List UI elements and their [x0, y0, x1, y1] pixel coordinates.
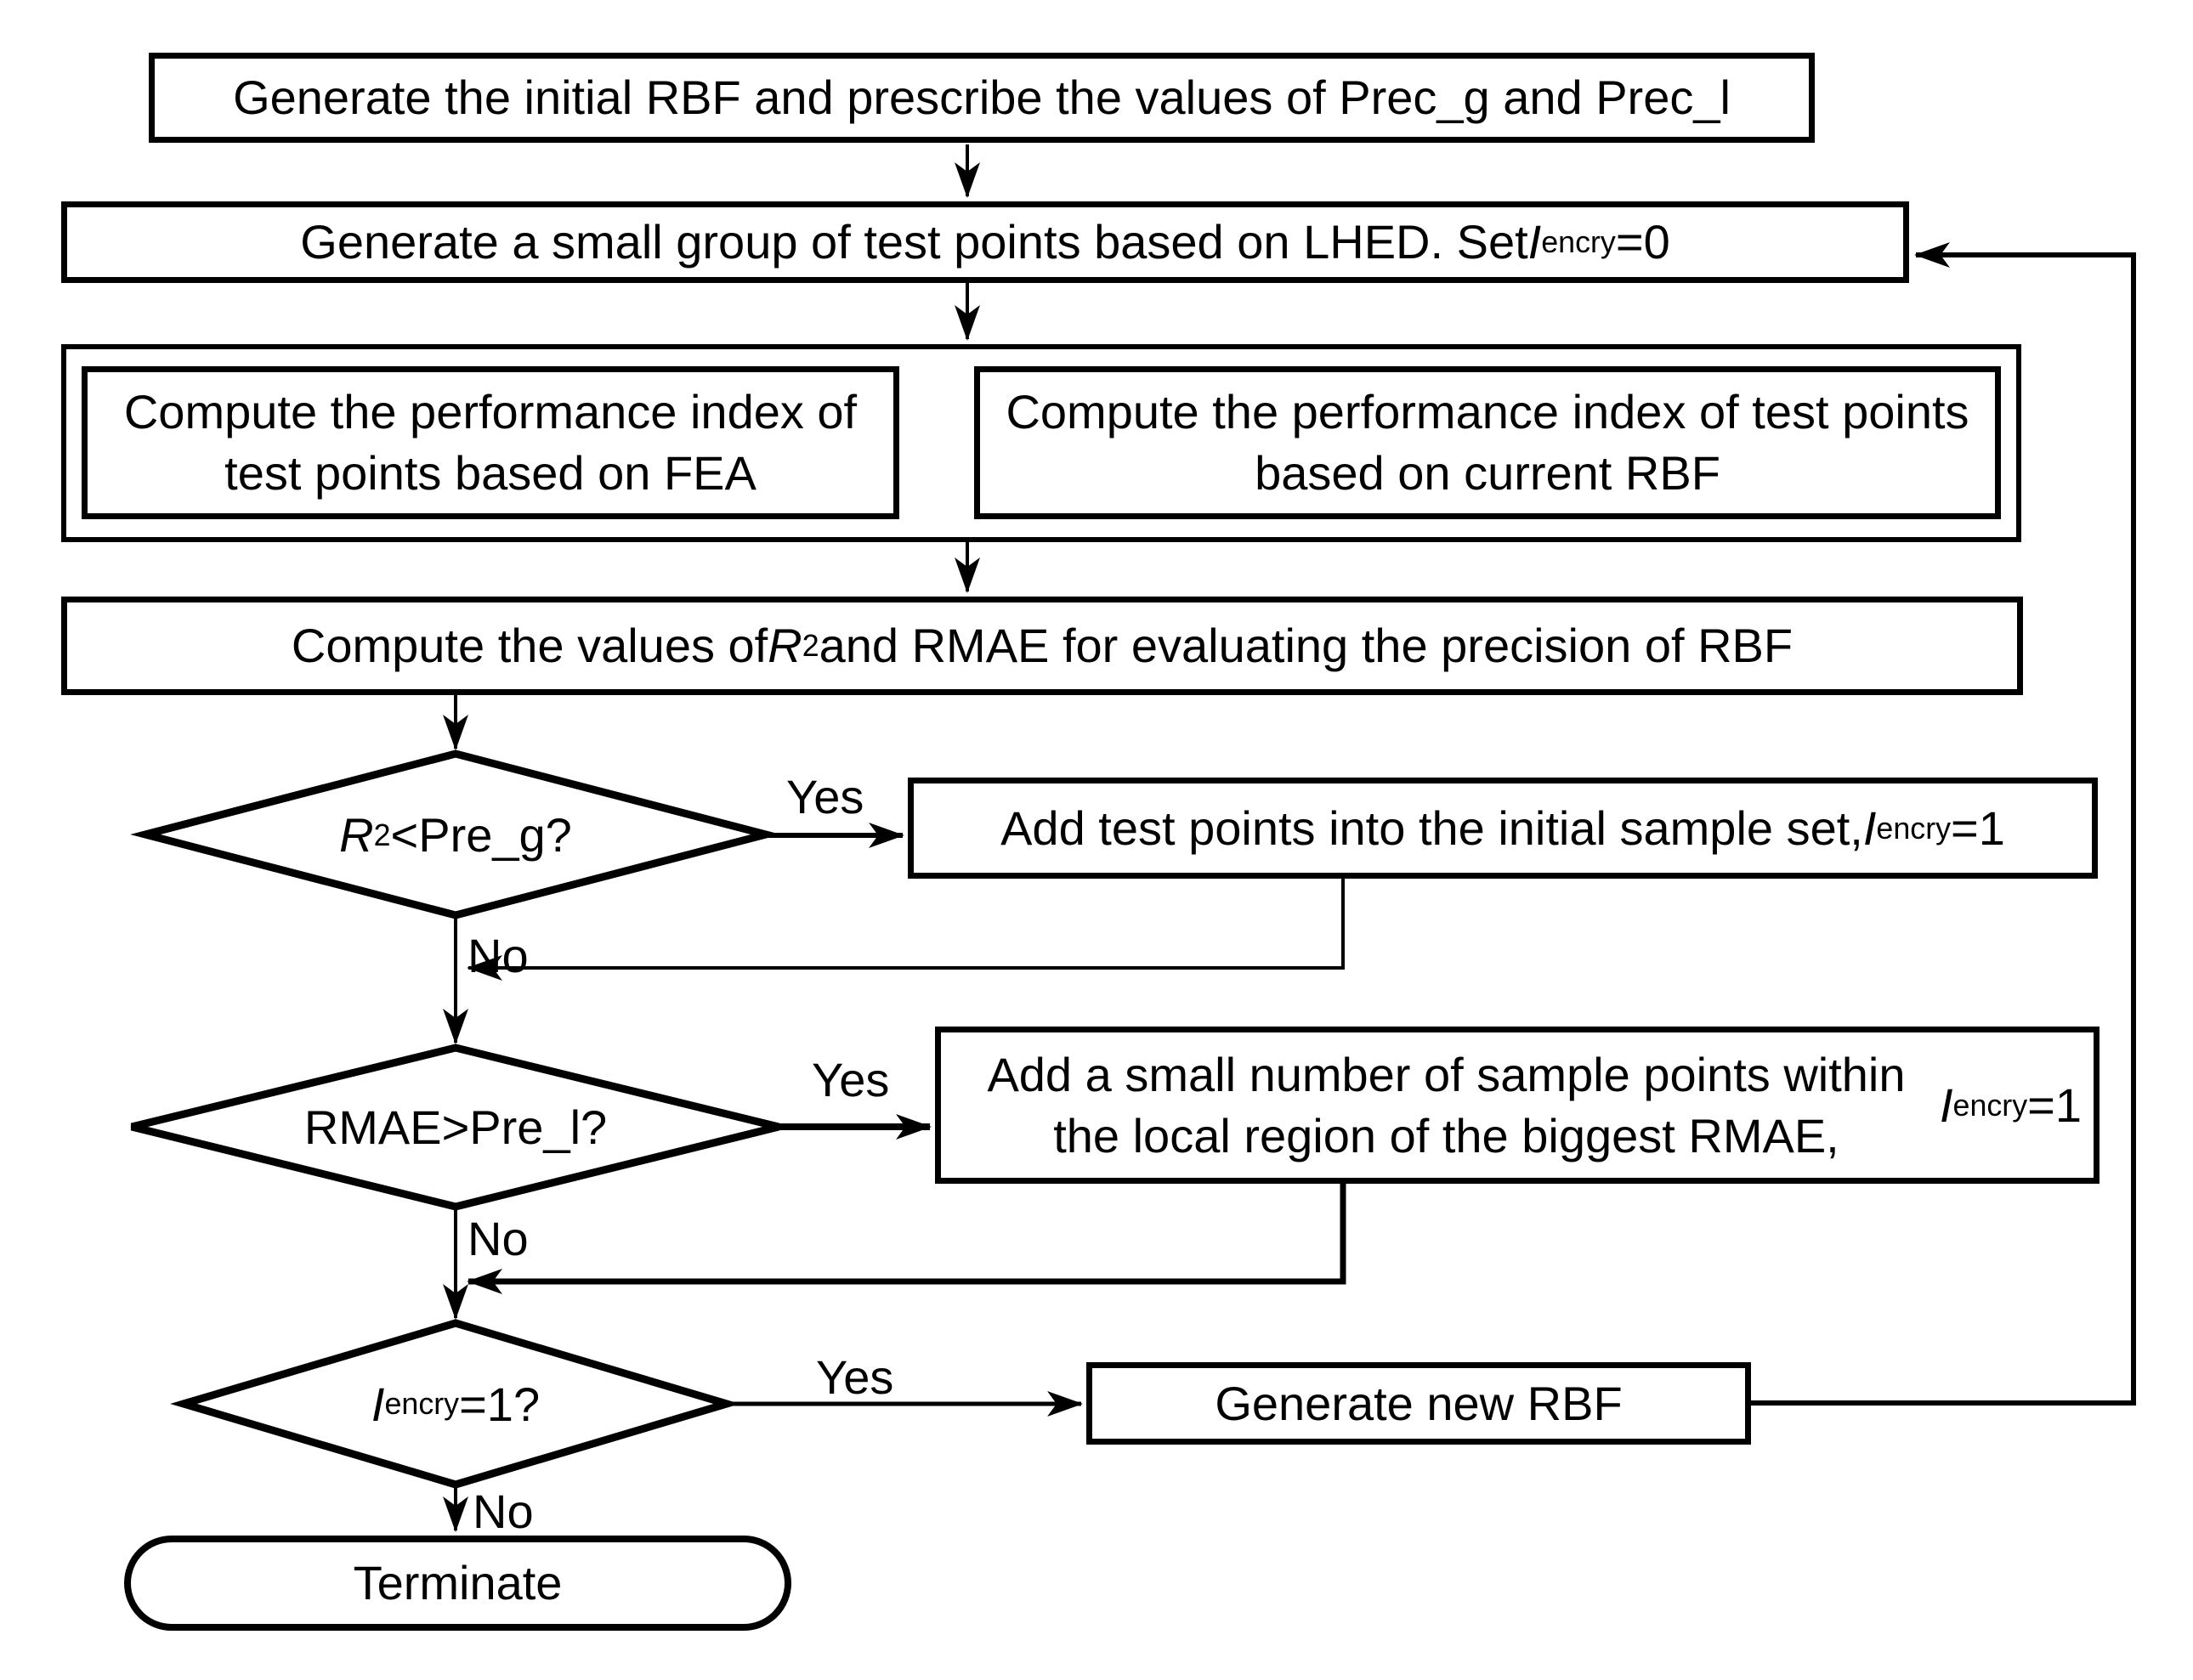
add-test-points-box: Add test points into the initial sample … — [908, 778, 2098, 879]
yes-iencry-label: Yes — [816, 1350, 894, 1404]
add-sample-points-box: Add a small number of sample points with… — [935, 1027, 2100, 1184]
no-r2-label: No — [468, 929, 529, 982]
generate-new-rbf-box: Generate new RBF — [1086, 1362, 1751, 1445]
decision-rmae-shape — [130, 1044, 780, 1211]
yes-rmae-label: Yes — [812, 1053, 890, 1106]
start-box: Generate the initial RBF and prescribe t… — [149, 53, 1815, 143]
generate-tests-box: Generate a small group of test points ba… — [61, 201, 1909, 283]
no-rmae-label: No — [468, 1212, 529, 1265]
yes-r2-label: Yes — [786, 770, 864, 823]
compute-rbf-box: Compute the performance index of test po… — [974, 366, 2001, 519]
terminate-node: Terminate — [124, 1536, 791, 1631]
decision-r2-shape — [130, 749, 781, 919]
edge-return-add-test-points — [467, 879, 1345, 981]
no-iencry-label: No — [473, 1485, 534, 1538]
decision-iencry-shape — [170, 1319, 740, 1489]
edge-return-add-sample-points — [467, 1184, 1346, 1294]
edge-feedback-loop — [1751, 242, 2136, 1406]
decision-rmae-label: RMAE>Pre_l? — [303, 1100, 608, 1154]
compute-fea-box: Compute the performance index of test po… — [82, 366, 899, 519]
